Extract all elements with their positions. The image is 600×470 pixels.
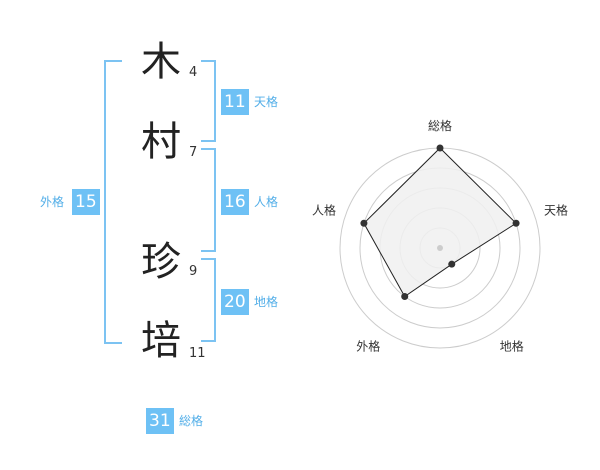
- radar-center-dot: [437, 245, 443, 251]
- stroke-count-4: 11: [189, 346, 206, 361]
- radar-axis-label-4: 人格: [312, 202, 336, 217]
- name-char-2: 村: [141, 119, 181, 165]
- soukaku-value-badge: 31: [146, 408, 174, 434]
- stroke-count-1: 4: [189, 65, 198, 80]
- stroke-count-2: 7: [189, 145, 198, 160]
- radar-point-0: [436, 144, 444, 152]
- jinkaku-label: 人格: [254, 195, 279, 209]
- chikaku-label: 地格: [254, 295, 279, 309]
- gaikaku-value-badge: 15: [72, 189, 100, 215]
- tenkaku-label: 天格: [254, 95, 279, 109]
- stroke-count-3: 9: [189, 264, 198, 279]
- radar-points: [360, 144, 520, 301]
- tenkaku-bracket: [201, 60, 216, 142]
- radar-polygon: [363, 147, 517, 298]
- gaikaku-bracket: [104, 60, 122, 344]
- name-char-4: 培: [141, 318, 181, 364]
- name-char-1: 木: [141, 39, 181, 85]
- radar-point-1: [512, 219, 520, 227]
- radar-axis-label-1: 天格: [544, 202, 568, 217]
- chikaku-value-badge: 20: [221, 289, 249, 315]
- jinkaku-bracket: [201, 148, 216, 252]
- soukaku-label: 総格: [179, 414, 204, 428]
- radar-point-3: [401, 293, 409, 301]
- radar-axis-label-0: 総格: [428, 118, 452, 133]
- name-char-3: 珍: [141, 239, 181, 285]
- radar-point-4: [360, 219, 368, 227]
- gaikaku-label: 外格: [40, 195, 65, 209]
- radar-point-2: [448, 260, 456, 268]
- radar-axis-label-3: 外格: [356, 339, 380, 354]
- tenkaku-value-badge: 11: [221, 89, 249, 115]
- jinkaku-value-badge: 16: [221, 189, 249, 215]
- chikaku-bracket: [201, 258, 216, 342]
- radar-axis-label-2: 地格: [500, 339, 524, 354]
